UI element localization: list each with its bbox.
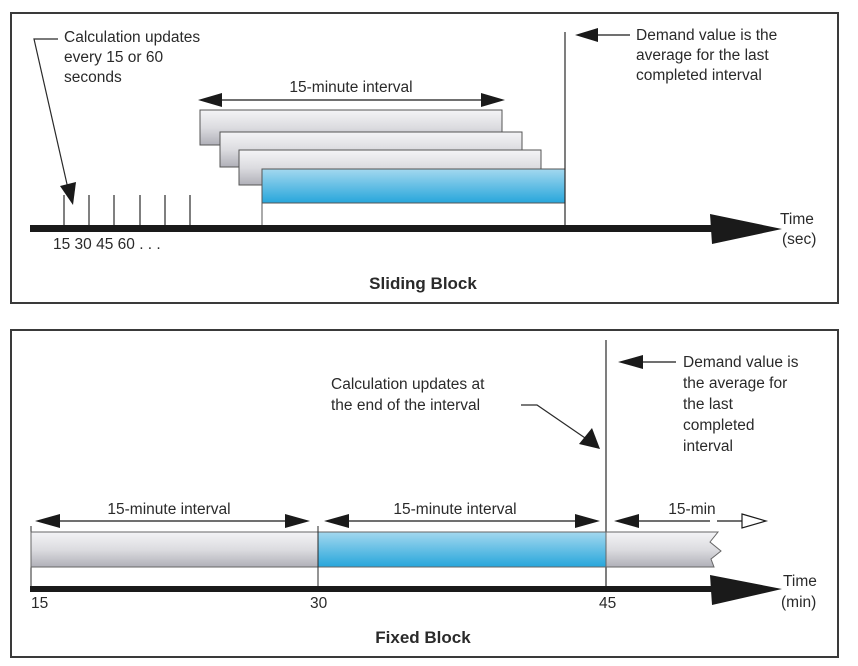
fixed-demand-note-line3: the last — [683, 396, 734, 413]
fixed-update-note-line1: Calculation updates at — [331, 376, 485, 393]
sliding-block-panel: Calculation updates every 15 or 60 secon… — [10, 12, 839, 304]
sliding-demand-note-line2: average for the last — [636, 47, 769, 64]
sliding-block-title: Sliding Block — [369, 274, 477, 293]
update-pointer-arrow-icon — [33, 38, 76, 205]
sliding-axis-label-line2: (sec) — [782, 231, 816, 248]
fixed-tick-label-15: 15 — [31, 595, 48, 612]
sliding-ticks — [63, 195, 191, 228]
fixed-demand-note-line1: Demand value is — [683, 354, 799, 371]
sliding-block-active — [261, 168, 566, 204]
sliding-update-note-line1: Calculation updates — [64, 29, 200, 46]
fixed-panel-frame — [10, 329, 839, 658]
fixed-interval-2-double-arrow-icon — [324, 514, 600, 528]
fixed-interval-label-1: 15-minute interval — [107, 501, 230, 518]
fixed-tick-label-30: 30 — [310, 595, 328, 612]
fixed-interval-1-double-arrow-icon — [35, 514, 310, 528]
fixed-block-next-partial — [605, 531, 722, 568]
fixed-block-title: Fixed Block — [375, 628, 471, 647]
fixed-interval-label-3: 15-min — [668, 501, 715, 518]
sliding-update-note-line2: every 15 or 60 — [64, 49, 163, 66]
fixed-demand-note-line5: interval — [683, 438, 733, 455]
fixed-update-note-line2: the end of the interval — [331, 397, 480, 414]
fixed-block-completed — [30, 531, 319, 568]
demand-pointer-arrow-icon — [575, 28, 630, 42]
fixed-interval-label-2: 15-minute interval — [393, 501, 516, 518]
fixed-block-active — [317, 531, 607, 568]
sliding-demand-note-line1: Demand value is the — [636, 27, 777, 44]
fixed-demand-note-line4: completed — [683, 417, 755, 434]
sliding-interval-label: 15-minute interval — [289, 79, 412, 96]
fixed-time-axis — [30, 575, 782, 605]
sliding-update-note-line3: seconds — [64, 69, 122, 86]
sliding-time-axis — [30, 214, 782, 244]
fixed-demand-note-line2: the average for — [683, 375, 787, 392]
fixed-axis-label-line1: Time — [783, 573, 817, 590]
fixed-block-panel: Calculation updates at the end of the in… — [10, 329, 839, 658]
sliding-axis-label-line1: Time — [780, 211, 814, 228]
fixed-demand-pointer-arrow-icon — [618, 355, 676, 369]
sliding-demand-note-line3: completed interval — [636, 67, 762, 84]
interval-double-arrow-icon — [198, 93, 505, 107]
fixed-axis-label-line2: (min) — [781, 594, 816, 611]
fixed-interval-3-partial-arrow-icon — [614, 513, 769, 529]
fixed-tick-label-45: 45 — [599, 595, 616, 612]
sliding-tick-labels: 15 30 45 60 . . . — [53, 236, 161, 253]
fixed-update-pointer-arrow-icon — [521, 404, 600, 449]
